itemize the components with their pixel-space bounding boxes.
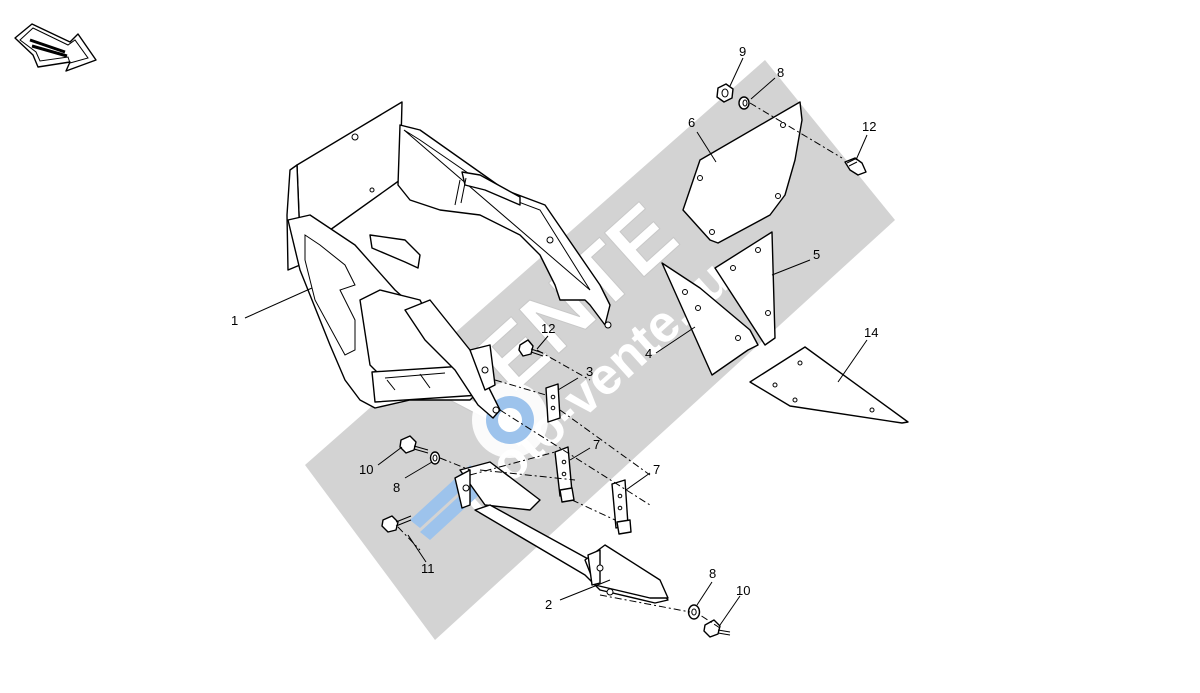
callout-8c: 8 [709,566,716,581]
callout-2: 2 [545,597,552,612]
fastener-8-washer-bottom [687,604,701,620]
callout-8a: 8 [777,65,784,80]
callout-1: 1 [231,313,238,328]
callout-12a: 12 [541,321,555,336]
part-2-lower-bracket [454,461,669,604]
part-1-main-bracket [286,101,612,419]
callout-9: 9 [739,44,746,59]
part-3-plate [545,383,561,423]
assembly-lines [397,102,843,629]
callout-14: 14 [864,325,878,340]
fastener-12-bolt-right [844,157,867,176]
part-14-plate [749,346,909,424]
part-6-plate [682,101,803,244]
fastener-10-bolt-left [399,435,429,454]
callout-10b: 10 [736,583,750,598]
callout-5: 5 [813,247,820,262]
callout-8b: 8 [393,480,400,495]
callout-10a: 10 [359,462,373,477]
callout-12b: 12 [862,119,876,134]
callout-6: 6 [688,115,695,130]
callout-7b: 7 [653,462,660,477]
part-5-gusset [714,231,776,346]
fastener-10-bolt-bottom [703,619,731,638]
watermark-logo-icon [410,382,548,540]
fastener-8-washer-top [738,96,750,110]
part-7b-bracket [611,479,632,535]
callout-3: 3 [586,364,593,379]
callout-labels: 1 2 3 4 5 6 7 7 8 8 8 9 10 10 11 12 12 1… [231,44,878,612]
fastener-8-washer-left [429,451,441,465]
callout-7a: 7 [593,437,600,452]
leader-lines [244,57,868,626]
callout-4: 4 [645,346,652,361]
fastener-9-nut [716,83,734,103]
part-4-gusset [661,262,759,376]
part-7a-bracket [554,446,575,503]
front-direction-arrow-icon [14,23,97,72]
callout-11: 11 [421,561,435,576]
fastener-11-bolt [381,515,412,533]
